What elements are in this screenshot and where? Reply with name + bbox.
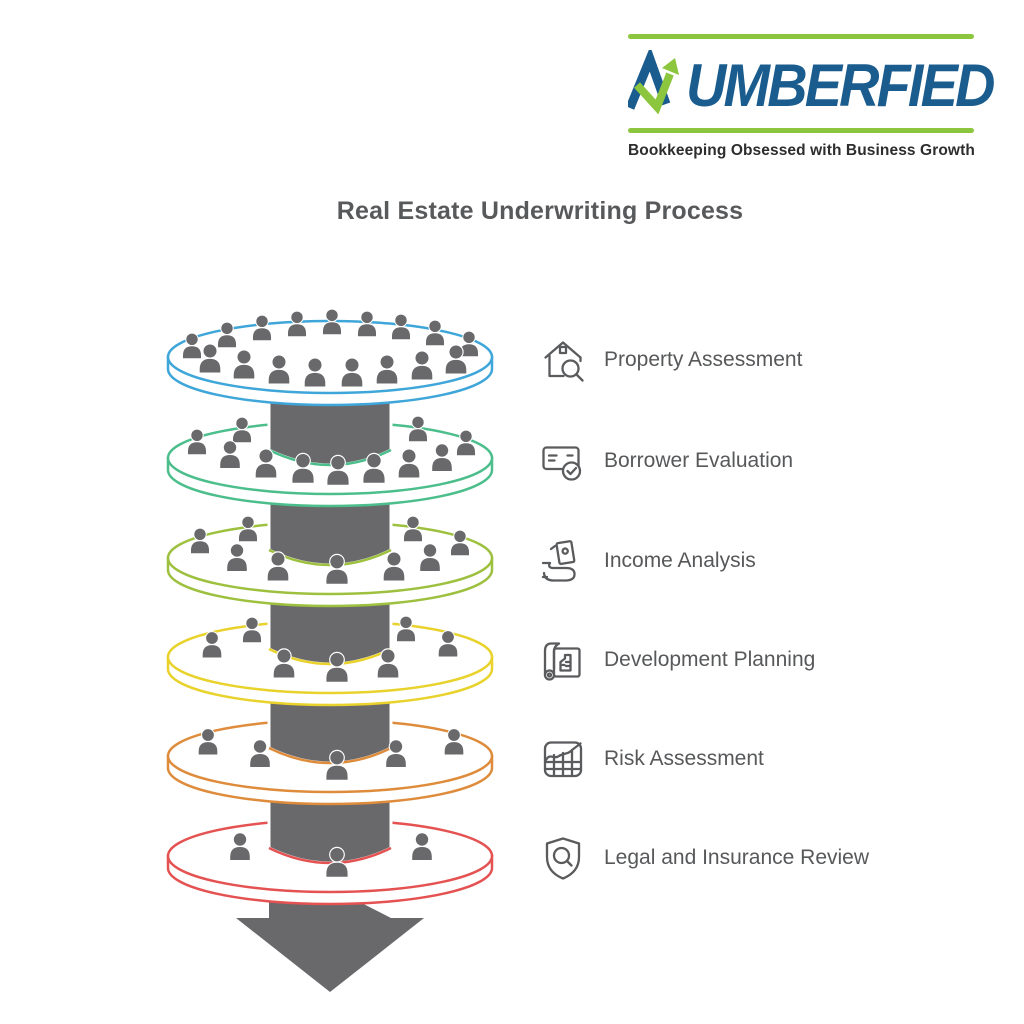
person-icon bbox=[402, 515, 424, 543]
person-icon bbox=[321, 308, 343, 336]
person-icon bbox=[382, 551, 406, 582]
card-check-icon bbox=[539, 437, 587, 485]
brand-top-rule bbox=[628, 34, 974, 39]
person-icon bbox=[229, 832, 251, 862]
person-icon bbox=[198, 343, 222, 374]
person-icon bbox=[219, 440, 241, 470]
person-icon bbox=[272, 648, 296, 679]
funnel-hole-edge-6 bbox=[268, 846, 392, 865]
person-icon bbox=[362, 452, 386, 484]
person-icon bbox=[411, 832, 433, 862]
person-icon bbox=[419, 543, 441, 573]
person-icon bbox=[431, 443, 453, 473]
person-icon bbox=[286, 310, 308, 338]
legend-item-income-analysis: Income Analysis bbox=[539, 537, 756, 585]
person-icon bbox=[237, 515, 259, 543]
person-icon bbox=[340, 357, 364, 388]
person-icon bbox=[444, 344, 468, 375]
person-icon bbox=[356, 310, 378, 338]
brand-tagline: Bookkeeping Obsessed with Business Growt… bbox=[628, 142, 975, 159]
brand-wordmark-row: UMBERFIED bbox=[628, 40, 995, 128]
shield-search-icon bbox=[539, 834, 587, 882]
person-icon bbox=[325, 846, 349, 878]
person-icon bbox=[375, 354, 399, 385]
person-icon bbox=[197, 728, 219, 756]
legend-label: Development Planning bbox=[604, 648, 816, 671]
person-icon bbox=[249, 739, 271, 769]
blueprint-icon bbox=[539, 636, 587, 684]
person-icon bbox=[186, 428, 208, 456]
person-icon bbox=[443, 728, 465, 756]
brand-bottom-rule bbox=[628, 128, 974, 133]
page-title: Real Estate Underwriting Process bbox=[336, 197, 744, 225]
person-icon bbox=[437, 630, 459, 658]
person-icon bbox=[291, 452, 315, 484]
person-icon bbox=[231, 416, 253, 444]
person-icon bbox=[201, 631, 223, 659]
person-icon bbox=[407, 415, 429, 443]
person-icon bbox=[326, 454, 350, 486]
legend-item-development-planning: Development Planning bbox=[539, 636, 815, 684]
legend-label: Income Analysis bbox=[604, 549, 756, 572]
person-icon bbox=[181, 332, 203, 360]
brand-logo: UMBERFIED Bookkeeping Obsessed with Busi… bbox=[628, 34, 995, 160]
person-icon bbox=[385, 739, 407, 769]
person-icon bbox=[267, 354, 291, 385]
legend-item-risk-assessment: Risk Assessment bbox=[539, 735, 764, 783]
person-icon bbox=[216, 321, 238, 349]
legend-label: Risk Assessment bbox=[604, 747, 764, 770]
person-icon bbox=[397, 448, 421, 479]
brand-wordmark: UMBERFIED bbox=[686, 51, 995, 119]
legend-item-borrower-evaluation: Borrower Evaluation bbox=[539, 437, 793, 485]
house-search-icon bbox=[539, 336, 587, 384]
person-icon bbox=[325, 749, 349, 781]
person-icon bbox=[266, 551, 290, 582]
n-growth-arrow-icon bbox=[628, 50, 679, 114]
money-hand-icon bbox=[539, 537, 587, 585]
person-icon bbox=[241, 616, 263, 644]
legend-label: Legal and Insurance Review bbox=[604, 846, 870, 869]
legend-item-legal-insurance-review: Legal and Insurance Review bbox=[539, 834, 869, 882]
person-icon bbox=[395, 615, 417, 643]
person-icon bbox=[325, 651, 349, 683]
person-icon bbox=[449, 529, 471, 557]
person-icon bbox=[455, 429, 477, 457]
person-icon bbox=[410, 350, 434, 381]
person-icon bbox=[232, 349, 256, 380]
person-icon bbox=[424, 319, 446, 347]
person-icon bbox=[189, 527, 211, 555]
person-icon bbox=[376, 648, 400, 679]
person-icon bbox=[390, 313, 412, 341]
person-icon bbox=[226, 543, 248, 573]
legend-label: Borrower Evaluation bbox=[604, 449, 794, 472]
person-icon bbox=[251, 314, 273, 342]
person-icon bbox=[325, 553, 349, 585]
person-icon bbox=[254, 448, 278, 479]
funnel-hole-edge-5 bbox=[268, 746, 392, 765]
risk-chart-icon bbox=[539, 735, 587, 783]
legend-label: Property Assessment bbox=[604, 348, 803, 371]
person-icon bbox=[303, 357, 327, 388]
person-icon bbox=[458, 330, 480, 358]
legend-item-property-assessment: Property Assessment bbox=[539, 336, 802, 384]
